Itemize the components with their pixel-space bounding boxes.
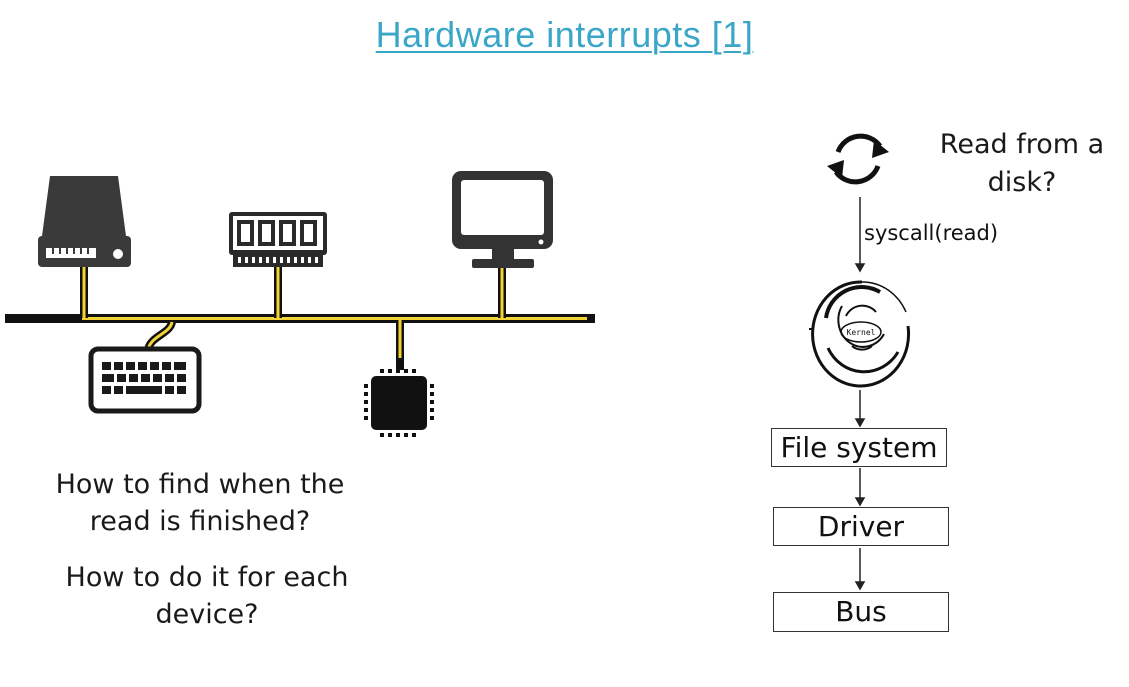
- kernel-icon: [809, 280, 911, 388]
- driver-box: Driver: [773, 507, 949, 546]
- stack-arrows: [854, 197, 866, 591]
- cpu-chip-icon: [364, 369, 434, 437]
- monitor-icon: [452, 171, 553, 268]
- file-system-box: File system: [771, 428, 947, 467]
- ram-icon: [229, 212, 327, 267]
- bus-box: Bus: [773, 592, 949, 632]
- hard-drive-icon: [38, 176, 131, 267]
- read-from-disk-text: Read from a disk?: [939, 129, 1105, 198]
- kernel-label: Kernel: [847, 328, 876, 337]
- page-title: Hardware interrupts [1]: [375, 14, 754, 55]
- question-each-device: How to do it for each device?: [65, 562, 349, 630]
- bus-connectors: [80, 262, 506, 370]
- question-read-finished: How to find when the read is finished?: [55, 469, 345, 537]
- refresh-icon: [827, 133, 889, 185]
- bus-line: [5, 314, 595, 323]
- syscall-label: syscall(read): [864, 221, 999, 245]
- keyboard-icon: [88, 346, 202, 414]
